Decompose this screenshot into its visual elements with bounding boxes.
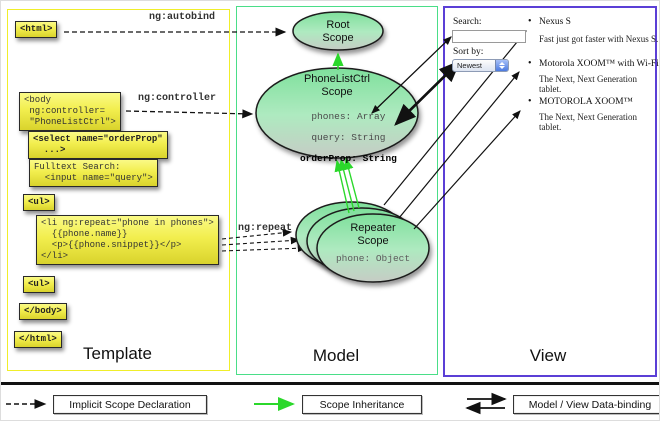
prop-query: query: String (311, 131, 386, 143)
model-column-label: Model (312, 346, 360, 365)
code-select-orderprop: <select name="orderProp" ...> (28, 131, 168, 159)
phonelist-scope-title: PhoneListCtrl Scope (303, 73, 371, 98)
code-html-open: <html> (15, 21, 58, 38)
code-li-repeat: <li ng:repeat="phone in phones"> {{phone… (36, 215, 219, 265)
model-column (236, 6, 438, 375)
legend-data-binding: Model / View Data-binding (513, 395, 659, 414)
code-ul-open: <ul> (23, 194, 55, 211)
prop-phones: phones: Array (311, 110, 386, 122)
prop-orderprop: orderProp: String (299, 152, 397, 164)
repeater-scope-title: Repeater Scope (350, 222, 396, 247)
phone-item-desc: The Next, Next Generation tablet. (539, 74, 637, 94)
template-column-label: Template (83, 344, 152, 363)
sort-dropdown-value: Newest (457, 61, 483, 70)
phone-item-title: MOTOROLA XOOM™ (539, 97, 633, 107)
phone-item-desc: The Next, Next Generation tablet. (539, 112, 637, 132)
legend-implicit-scope: Implicit Scope Declaration (53, 395, 207, 414)
search-label: Search: (453, 17, 482, 27)
bullet-icon: • (528, 58, 532, 69)
repeater-scope-prop: phone: Object (335, 253, 411, 264)
sort-label: Sort by: (453, 47, 484, 57)
autobind-label: ng:autobind (149, 12, 216, 23)
bullet-icon: • (528, 96, 532, 107)
phone-item-title: Motorola XOOM™ with Wi-Fi (539, 59, 659, 69)
root-scope-title: Root Scope (322, 19, 354, 44)
sort-dropdown[interactable]: Newest (452, 59, 509, 72)
code-fulltext-search: Fulltext Search: <input name="query"> (29, 159, 158, 187)
repeat-label: ng:repeat (238, 223, 293, 234)
phone-item-desc: Fast just got faster with Nexus S. (539, 34, 659, 44)
controller-label: ng:controller (138, 93, 217, 104)
legend-separator (1, 382, 659, 385)
phone-item-title: Nexus S (539, 17, 571, 27)
search-input[interactable] (452, 30, 526, 43)
bullet-icon: • (528, 16, 532, 27)
legend-scope-inheritance: Scope Inheritance (302, 395, 422, 414)
dropdown-stepper-icon (495, 60, 508, 71)
code-ul-open-2: <ul> (23, 276, 55, 293)
phonelist-scope-props: phones: Array query: String orderProp: S… (257, 101, 417, 175)
code-html-close: </html> (14, 331, 62, 348)
view-column-label: View (529, 346, 567, 365)
code-body-close: </body> (19, 303, 67, 320)
code-body-open: <body ng:controller= "PhoneListCtrl"> (19, 92, 121, 131)
